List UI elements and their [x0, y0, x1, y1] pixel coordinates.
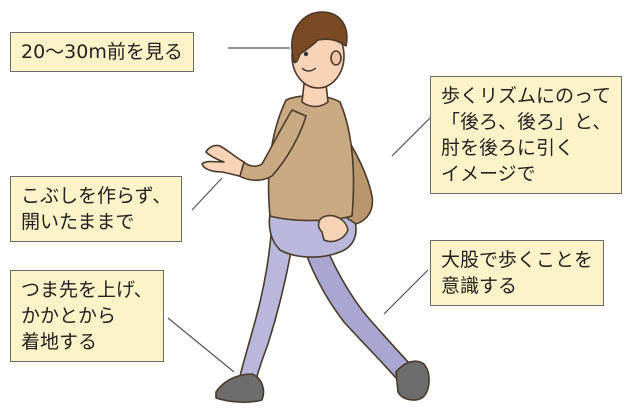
ear [330, 50, 342, 66]
leader-line-hand [191, 177, 223, 211]
leader-line-stride [383, 269, 429, 315]
back-shoe [395, 360, 430, 401]
callout-foot-line: 着地する [21, 331, 98, 353]
callout-foot-line: かかとから [21, 305, 117, 327]
front-hand [201, 144, 245, 177]
callout-arm-line: 肘を後ろに引く [441, 137, 575, 159]
callout-stride: 大股で歩くことを 意識する [430, 240, 605, 306]
callout-gaze: 20〜30m前を見る [10, 32, 194, 72]
callout-foot-landing: つま先を上げ、 かかとから 着地する [10, 270, 164, 362]
callout-arm-swing: 歩くリズムにのって 「後ろ、後ろ」と、 肘を後ろに引く イメージで [430, 76, 623, 194]
leader-lines [167, 47, 431, 373]
back-hand [317, 214, 349, 243]
callout-stride-line: 意識する [441, 275, 518, 297]
callout-stride-line: 大股で歩くことを [441, 249, 594, 271]
leader-line-arm [391, 117, 431, 157]
callout-hand-line: 開いたままで [21, 211, 135, 233]
callout-gaze-line: 20〜30m前を見る [21, 41, 183, 63]
callout-arm-line: 「後ろ、後ろ」と、 [441, 111, 612, 133]
front-shoe [215, 373, 265, 403]
callout-arm-line: イメージで [441, 163, 536, 185]
callout-hand: こぶしを作らず、 開いたままで [10, 176, 183, 242]
callout-hand-line: こぶしを作らず、 [21, 185, 172, 207]
callout-foot-line: つま先を上げ、 [21, 279, 153, 301]
neck [301, 83, 329, 108]
mouth [301, 67, 317, 72]
hair [291, 11, 348, 64]
callout-arm-line: 歩くリズムにのって [441, 85, 612, 107]
eye [303, 51, 309, 57]
leader-line-foot [167, 317, 235, 373]
